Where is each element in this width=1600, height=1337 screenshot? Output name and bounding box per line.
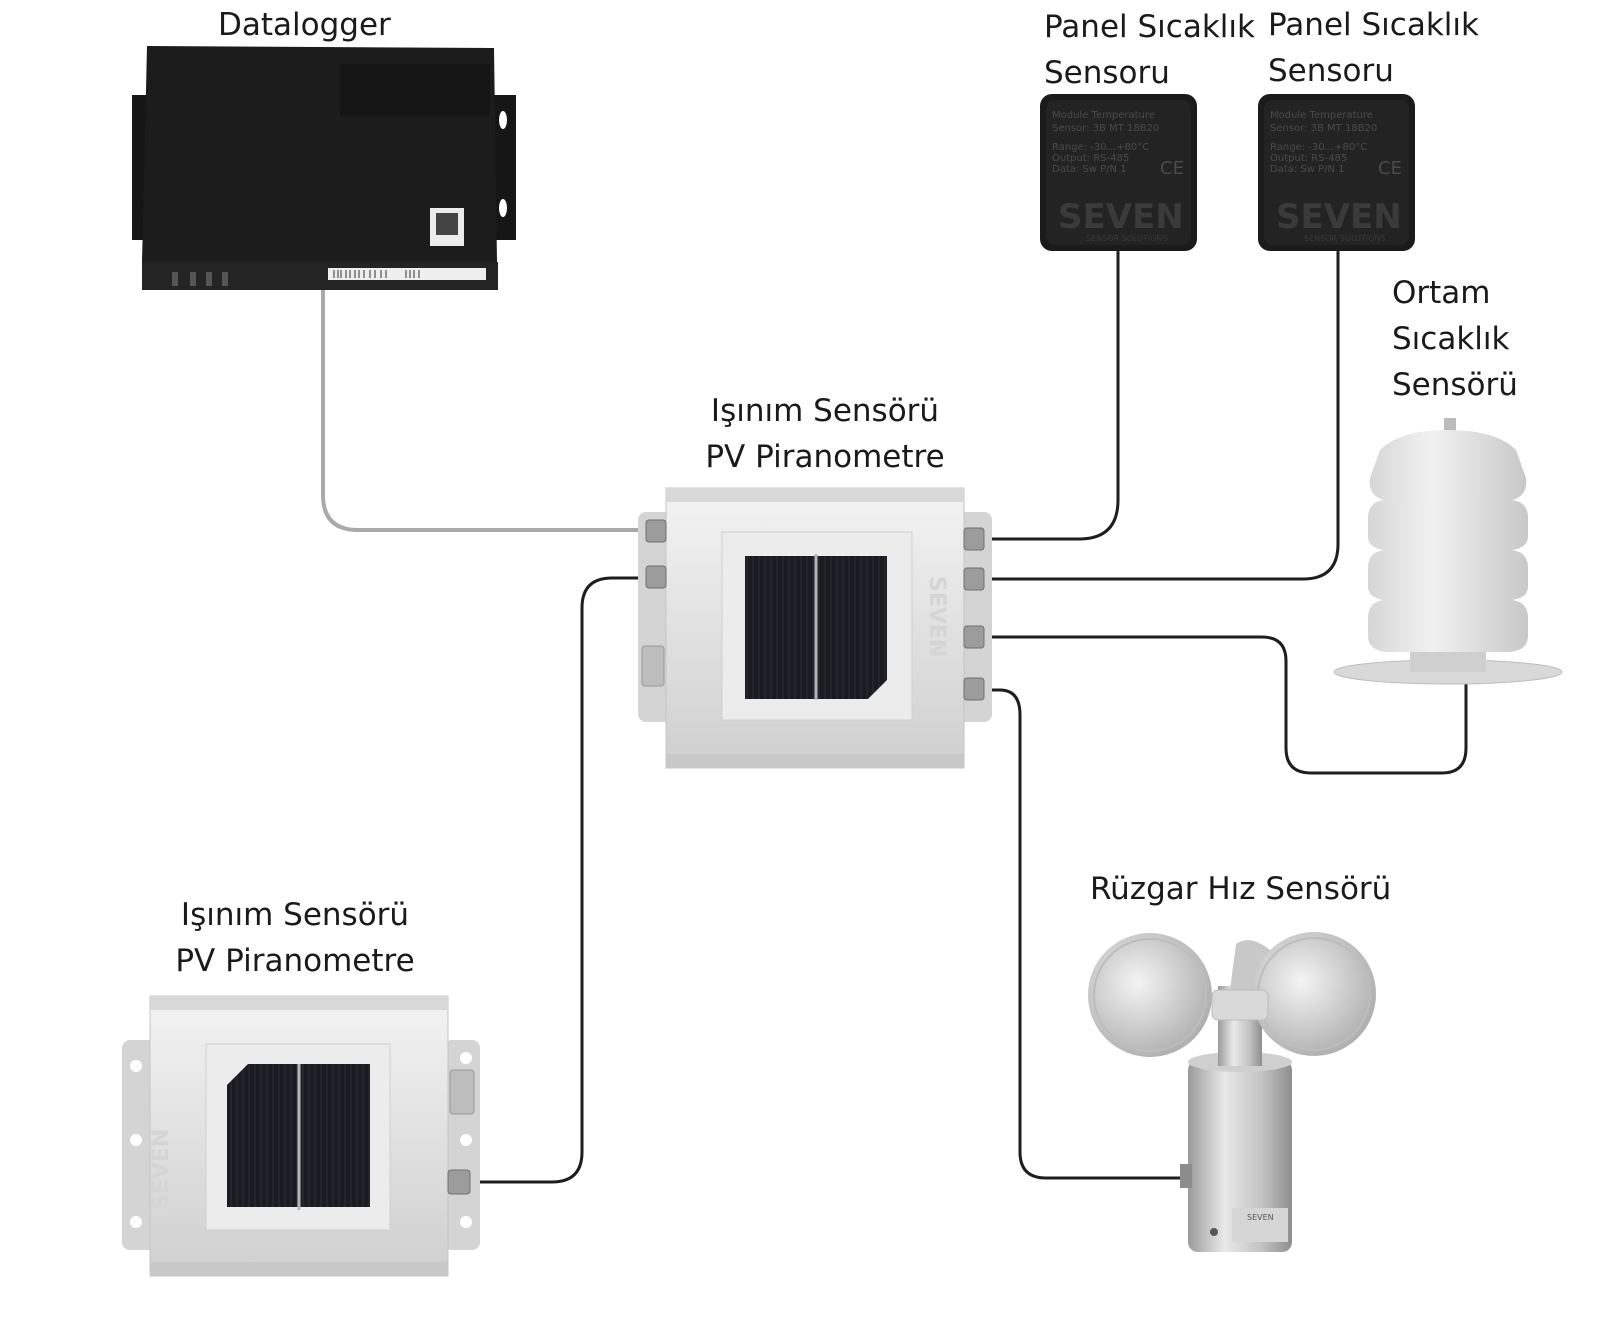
irradiance-secondary-device: SEVEN bbox=[122, 995, 480, 1277]
datalogger-barcode-label bbox=[328, 268, 486, 280]
panel-temp-sensor-2-brand-sub: SENSOR SOLUTIONS bbox=[1304, 234, 1386, 243]
datalogger-top-panel bbox=[340, 64, 490, 116]
panel-temp-sensor-2-spec-line: Data: Sw P/N 1 bbox=[1270, 164, 1345, 175]
panel-temp-sensor-1-ce-mark: CE bbox=[1160, 158, 1184, 179]
panel-temp-sensor-1-brand: SEVEN bbox=[1058, 197, 1184, 237]
panel-temp-sensor-1-label-line1: Panel Sıcaklık bbox=[1044, 9, 1255, 45]
panel-temp-sensor-2-face bbox=[1264, 100, 1409, 245]
wind-sensor-brand: SEVEN bbox=[1247, 1213, 1274, 1222]
irradiance-secondary-brand: SEVEN bbox=[149, 1129, 174, 1210]
connector bbox=[963, 677, 985, 701]
panel-temp-sensor-1-brand-sub: SENSOR SOLUTIONS bbox=[1086, 234, 1168, 243]
irradiance-secondary-connector bbox=[447, 1169, 471, 1195]
ambient-shield-plate-2 bbox=[1368, 500, 1528, 550]
irradiance-secondary-label-line1: Işınım Sensörü bbox=[180, 897, 410, 933]
panel-temp-sensor-1-label-line2: Sensoru bbox=[1044, 55, 1170, 91]
datalogger-device bbox=[132, 46, 516, 290]
panel-temp-sensor-2-printed-specs: Module Temperature Sensor: 3B MT 18B20 R… bbox=[1270, 110, 1377, 175]
panel-temp-sensor-1-spec-line: Range: -30...+80°C bbox=[1052, 142, 1149, 153]
panel-temp-sensor-2-ce-mark: CE bbox=[1378, 158, 1402, 179]
panel-temp-sensor-2: Module Temperature Sensor: 3B MT 18B20 R… bbox=[1258, 94, 1415, 251]
panel-temp-sensor-1-label: Panel Sıcaklık Sensoru bbox=[1044, 4, 1255, 96]
datalogger-barcode bbox=[333, 270, 420, 278]
wind-sensor-cup-right bbox=[1252, 932, 1376, 1056]
wind-sensor-cable-gland bbox=[1180, 1164, 1192, 1188]
datalogger-status-leds bbox=[172, 272, 228, 286]
irradiance-main-housing-top-edge bbox=[666, 488, 964, 502]
panel-temp-sensor-1-face bbox=[1046, 100, 1191, 245]
mount-hole bbox=[460, 1052, 472, 1064]
mount-hole bbox=[130, 1060, 142, 1072]
datalogger-mount-hole bbox=[499, 111, 507, 129]
irradiance-main-connectors-left bbox=[645, 519, 667, 589]
connector bbox=[963, 527, 985, 551]
irradiance-secondary-vent bbox=[449, 1069, 475, 1115]
irradiance-main-connectors-right bbox=[963, 527, 985, 701]
wind-sensor-body bbox=[1188, 1060, 1292, 1252]
cable-panel-sensor-2 bbox=[988, 250, 1340, 581]
connector bbox=[645, 519, 667, 543]
wind-sensor-hub bbox=[1211, 989, 1269, 1021]
irradiance-secondary-housing-top-edge bbox=[150, 996, 448, 1010]
mount-hole bbox=[130, 1216, 142, 1228]
wind-sensor-screw bbox=[1210, 1228, 1218, 1236]
panel-temp-sensor-2-label-line1: Panel Sıcaklık bbox=[1268, 7, 1479, 43]
panel-temp-sensor-2-spec-line: Module Temperature bbox=[1270, 110, 1373, 121]
panel-temp-sensor-1: Module Temperature Sensor: 3B MT 18B20 R… bbox=[1040, 94, 1197, 251]
wind-sensor-cup-left bbox=[1088, 933, 1212, 1057]
connector bbox=[645, 565, 667, 589]
cable-datalogger bbox=[321, 288, 642, 532]
datalogger-mount-hole bbox=[499, 199, 507, 217]
irradiance-main-label-line2: PV Piranometre bbox=[705, 439, 945, 475]
irradiance-secondary-label: Işınım Sensörü PV Piranometre bbox=[160, 892, 430, 984]
ambient-temp-sensor-label-line1: Ortam bbox=[1392, 275, 1491, 311]
panel-temp-sensor-1-spec-line: Data: Sw P/N 1 bbox=[1052, 164, 1127, 175]
irradiance-main-label: Işınım Sensörü PV Piranometre bbox=[690, 388, 960, 480]
connector bbox=[963, 567, 985, 591]
wind-sensor-cup-left-rim bbox=[1093, 938, 1207, 1052]
datalogger-label: Datalogger bbox=[218, 7, 391, 43]
wind-speed-sensor: SEVEN bbox=[1088, 932, 1376, 1252]
ambient-sensor-top-knob bbox=[1444, 418, 1456, 434]
panel-temp-sensor-2-spec-line: Sensor: 3B MT 18B20 bbox=[1270, 123, 1377, 134]
irradiance-main-brand: SEVEN bbox=[924, 576, 949, 657]
irradiance-main-flange-right bbox=[958, 512, 992, 722]
cable-secondary-piranometer bbox=[468, 576, 642, 1184]
cable-wind-sensor bbox=[988, 688, 1188, 1180]
connector bbox=[963, 625, 985, 649]
panel-temp-sensor-1-spec-line: Output: RS-485 bbox=[1052, 153, 1129, 164]
ambient-temp-sensor bbox=[1333, 418, 1563, 685]
ambient-shield-plate-4 bbox=[1368, 600, 1528, 652]
panel-temp-sensor-2-spec-line: Output: RS-485 bbox=[1270, 153, 1347, 164]
mount-hole bbox=[460, 1216, 472, 1228]
ambient-temp-sensor-label-line2: Sıcaklık bbox=[1392, 321, 1510, 357]
irradiance-main-housing-bottom-edge bbox=[666, 754, 964, 768]
wind-sensor-label-plate bbox=[1232, 1208, 1288, 1242]
wind-speed-sensor-label: Rüzgar Hız Sensörü bbox=[1090, 871, 1392, 907]
ambient-shield-plate-3 bbox=[1368, 550, 1528, 600]
panel-temp-sensor-2-spec-line: Range: -30...+80°C bbox=[1270, 142, 1367, 153]
irradiance-main-vent bbox=[641, 645, 665, 687]
mount-hole bbox=[130, 1134, 142, 1146]
irradiance-secondary-housing-bottom-edge bbox=[150, 1262, 448, 1276]
panel-temp-sensor-1-spec-line: Module Temperature bbox=[1052, 110, 1155, 121]
panel-temp-sensor-1-spec-line: Sensor: 3B MT 18B20 bbox=[1052, 123, 1159, 134]
panel-temp-sensor-2-label-line2: Sensoru bbox=[1268, 53, 1394, 89]
irradiance-secondary-label-line2: PV Piranometre bbox=[175, 943, 415, 979]
panel-temp-sensor-1-printed-specs: Module Temperature Sensor: 3B MT 18B20 R… bbox=[1052, 110, 1159, 175]
panel-temp-sensor-2-brand: SEVEN bbox=[1276, 197, 1402, 237]
datalogger-qr-code bbox=[436, 213, 458, 235]
cable-panel-sensor-1 bbox=[988, 250, 1120, 541]
irradiance-main-label-line1: Işınım Sensörü bbox=[710, 393, 940, 429]
cables bbox=[321, 250, 1468, 1184]
irradiance-secondary-flange-left bbox=[122, 1040, 158, 1250]
cable-ambient-sensor bbox=[988, 635, 1468, 775]
ambient-shield-plate-1 bbox=[1369, 430, 1527, 500]
irradiance-main-device: SEVEN bbox=[638, 487, 992, 769]
mount-hole bbox=[460, 1134, 472, 1146]
ambient-temp-sensor-label-line3: Sensörü bbox=[1392, 367, 1518, 403]
ambient-temp-sensor-label: Ortam Sıcaklık Sensörü bbox=[1392, 270, 1518, 408]
panel-temp-sensor-2-label: Panel Sıcaklık Sensoru bbox=[1268, 2, 1479, 94]
